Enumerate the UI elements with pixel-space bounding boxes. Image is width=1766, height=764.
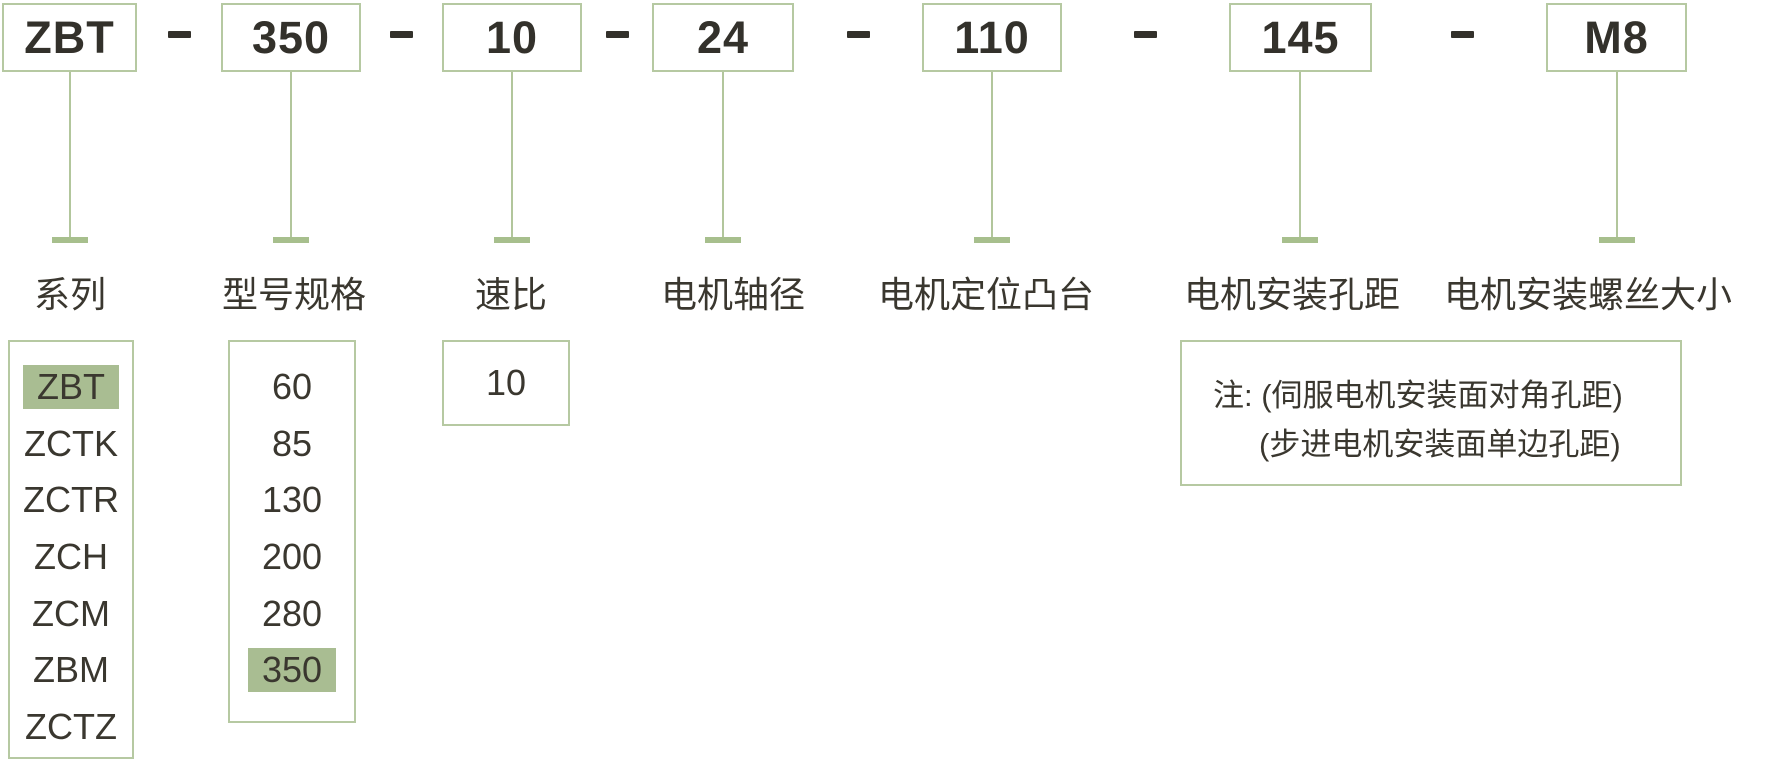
dash-separator <box>1134 31 1157 38</box>
code-box-model-spec: 350 <box>221 3 361 72</box>
dash-separator <box>168 31 191 38</box>
model-spec-option-value: 85 <box>271 422 313 464</box>
connector-line-mounting-screw-size <box>1616 72 1618 238</box>
segment-label-series: 系列 <box>33 274 107 315</box>
code-box-speed-ratio: 10 <box>442 3 582 72</box>
series-option-value: ZCTR <box>23 479 119 521</box>
connector-line-mounting-hole-distance <box>1299 72 1301 238</box>
model-spec-option-value: 280 <box>261 592 323 634</box>
series-option-value: ZCTK <box>24 422 118 464</box>
connector-line-shaft-diameter <box>722 72 724 238</box>
model-spec-option: 85 <box>230 416 354 473</box>
series-option: ZBM <box>10 642 132 699</box>
connector-line-locating-boss <box>991 72 993 238</box>
model-spec-option: 130 <box>230 472 354 529</box>
segment-label-mounting-hole-distance: 电机安装孔距 <box>1183 274 1401 315</box>
segment-label-mounting-screw-size: 电机安装螺丝大小 <box>1443 274 1733 315</box>
mounting-hole-note-box: 注: (伺服电机安装面对角孔距) (步进电机安装面单边孔距) <box>1180 340 1682 486</box>
connector-line-speed-ratio <box>511 72 513 238</box>
series-option-value: ZCM <box>32 592 110 634</box>
series-option-selected: ZBT <box>23 365 119 410</box>
model-spec-option: 60 <box>230 359 354 416</box>
code-box-shaft-diameter: 24 <box>652 3 794 72</box>
series-option: ZBT <box>10 359 132 416</box>
code-box-mounting-screw-size: M8 <box>1546 3 1687 72</box>
series-option-value: ZCTZ <box>25 705 117 747</box>
code-value-locating-boss: 110 <box>954 12 1030 63</box>
code-value-mounting-hole-distance: 145 <box>1261 12 1340 63</box>
series-options-list: ZBT ZCTK ZCTR ZCH ZCM ZBM ZCTZ <box>10 342 132 755</box>
code-value-speed-ratio: 10 <box>485 12 539 63</box>
connector-tick-model-spec <box>273 237 309 243</box>
series-option-value: ZBM <box>33 649 109 691</box>
dash-separator <box>1451 31 1474 38</box>
connector-tick-series <box>52 237 88 243</box>
dash-separator <box>847 31 870 38</box>
series-option: ZCTK <box>10 416 132 473</box>
speed-ratio-box: 10 <box>442 340 570 426</box>
dash-separator <box>390 31 413 38</box>
code-value-shaft-diameter: 24 <box>696 12 750 63</box>
series-option: ZCM <box>10 585 132 642</box>
note-line-1: 注: (伺服电机安装面对角孔距) <box>1213 378 1623 413</box>
model-spec-option: 280 <box>230 585 354 642</box>
model-spec-option: 350 <box>230 642 354 699</box>
series-option: ZCTR <box>10 472 132 529</box>
connector-tick-locating-boss <box>974 237 1010 243</box>
connector-tick-speed-ratio <box>494 237 530 243</box>
model-spec-option-value: 200 <box>261 536 323 578</box>
series-options-box: ZBT ZCTK ZCTR ZCH ZCM ZBM ZCTZ <box>8 340 134 759</box>
series-option-value: ZCH <box>34 536 108 578</box>
connector-line-model-spec <box>290 72 292 238</box>
speed-ratio-value: 10 <box>485 362 527 403</box>
connector-tick-mounting-screw-size <box>1599 237 1635 243</box>
model-spec-option-selected: 350 <box>247 648 337 693</box>
code-value-series: ZBT <box>24 12 115 63</box>
segment-label-shaft-diameter: 电机轴径 <box>660 274 806 315</box>
model-spec-option-value: 60 <box>271 366 313 408</box>
code-value-model-spec: 350 <box>251 12 331 63</box>
connector-tick-mounting-hole-distance <box>1282 237 1318 243</box>
model-spec-options-box: 60 85 130 200 280 350 <box>228 340 356 723</box>
dash-separator <box>606 31 629 38</box>
connector-tick-shaft-diameter <box>705 237 741 243</box>
code-box-series: ZBT <box>2 3 137 72</box>
segment-label-speed-ratio: 速比 <box>474 274 548 315</box>
series-option: ZCH <box>10 529 132 586</box>
connector-line-series <box>69 72 71 238</box>
code-value-mounting-screw-size: M8 <box>1584 12 1649 63</box>
series-option: ZCTZ <box>10 699 132 756</box>
segment-label-model-spec: 型号规格 <box>221 274 367 315</box>
note-line-2: (步进电机安装面单边孔距) <box>1259 427 1621 462</box>
segment-label-locating-boss: 电机定位凸台 <box>877 274 1095 315</box>
model-spec-option: 200 <box>230 529 354 586</box>
code-box-locating-boss: 110 <box>922 3 1062 72</box>
model-spec-option-value: 130 <box>261 479 323 521</box>
model-spec-options-list: 60 85 130 200 280 350 <box>230 342 354 699</box>
code-box-mounting-hole-distance: 145 <box>1229 3 1372 72</box>
